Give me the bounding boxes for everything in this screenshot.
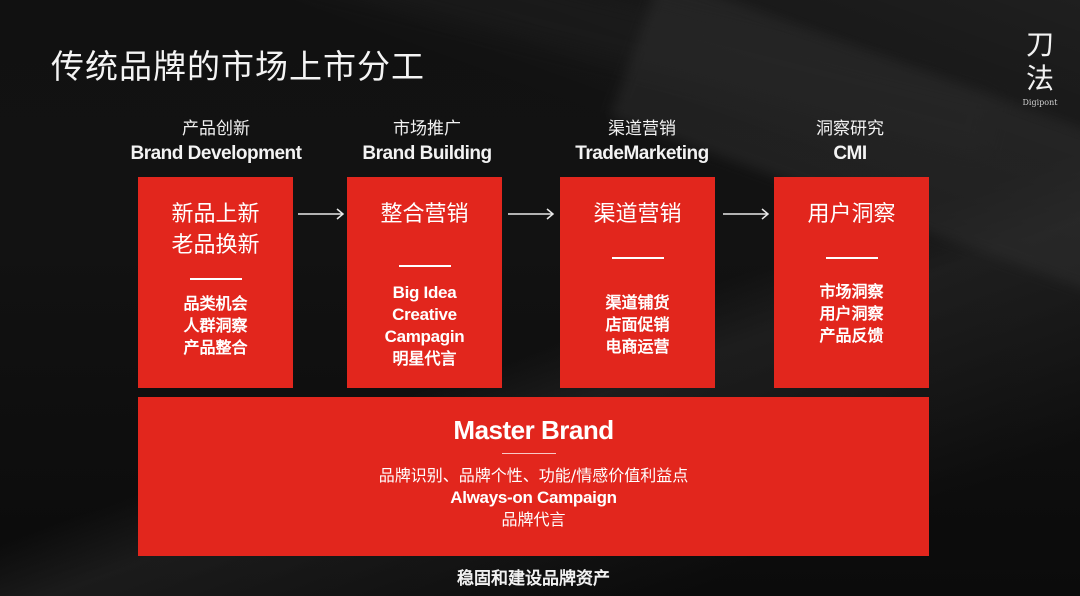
master-brand-line: Always-on Campaign	[450, 488, 617, 507]
column-heading-brand-building: 市场推广 Brand Building	[317, 117, 537, 167]
box-divider	[399, 265, 451, 267]
box-item: 电商运营	[605, 337, 670, 356]
column-heading-cn: 洞察研究	[816, 119, 884, 139]
box-items: 市场洞察 用户洞察 产品反馈	[774, 281, 929, 347]
master-brand-line: 品牌识别、品牌个性、功能/情感价值利益点	[378, 466, 689, 485]
box-items: Big Idea Creative Campagin 明星代言	[347, 282, 502, 370]
box-item: 渠道铺货	[605, 293, 670, 312]
box-title-line: 整合营销	[380, 202, 469, 227]
column-heading-en: CMI	[833, 143, 867, 164]
box-divider	[612, 257, 664, 259]
stage-box-product-innovation: 新品上新 老品换新 品类机会 人群洞察 产品整合	[138, 177, 293, 388]
master-brand-box: Master Brand 品牌识别、品牌个性、功能/情感价值利益点 Always…	[138, 397, 929, 556]
box-title: 用户洞察	[774, 199, 929, 230]
footer-caption: 稳固和建设品牌资产	[457, 569, 610, 589]
brand-logo: 刀 法 Digipont	[1018, 28, 1062, 107]
box-title-line: 渠道营销	[593, 202, 682, 227]
box-item: Big Idea	[392, 283, 457, 302]
box-item: 店面促销	[605, 315, 670, 334]
box-item: Campagin	[384, 327, 465, 346]
column-heading-cn: 渠道营销	[608, 119, 676, 139]
column-heading-cn: 产品创新	[182, 119, 250, 139]
box-title: 渠道营销	[560, 199, 715, 230]
master-brand-line: 品牌代言	[501, 510, 566, 529]
box-item: 品类机会	[183, 294, 248, 313]
stage-box-channel-marketing: 渠道营销 渠道铺货 店面促销 电商运营	[560, 177, 715, 388]
box-item: 用户洞察	[819, 304, 884, 323]
box-item: 市场洞察	[819, 282, 884, 301]
master-brand-title: Master Brand	[453, 415, 614, 445]
box-title: 整合营销	[347, 199, 502, 230]
column-heading-en: TradeMarketing	[575, 143, 709, 164]
box-item: Creative	[392, 305, 457, 324]
box-divider	[826, 257, 878, 259]
column-heading-trade-marketing: 渠道营销 TradeMarketing	[532, 117, 752, 167]
box-title-line: 新品上新	[171, 202, 260, 227]
box-item: 产品反馈	[819, 326, 884, 345]
logo-glyph-top: 刀	[1025, 28, 1054, 61]
box-title-line: 用户洞察	[807, 202, 896, 227]
column-heading-brand-development: 产品创新 Brand Development	[106, 117, 326, 167]
slide-title: 传统品牌的市场上市分工	[51, 47, 425, 86]
box-item: 明星代言	[392, 349, 457, 368]
box-item: 产品整合	[183, 338, 248, 357]
logo-subtitle: Digipont	[1022, 98, 1058, 107]
box-title-line: 老品换新	[171, 233, 260, 258]
column-heading-en: Brand Development	[130, 143, 302, 164]
right-arrow-icon	[722, 207, 770, 221]
stage-box-user-insight: 用户洞察 市场洞察 用户洞察 产品反馈	[774, 177, 929, 388]
logo-glyph-bottom: 法	[1025, 62, 1054, 95]
box-divider	[190, 278, 242, 280]
right-arrow-icon	[297, 207, 345, 221]
box-title: 新品上新 老品换新	[138, 199, 293, 261]
right-arrow-icon	[507, 207, 555, 221]
box-item: 人群洞察	[183, 316, 248, 335]
stage-box-integrated-marketing: 整合营销 Big Idea Creative Campagin 明星代言	[347, 177, 502, 388]
master-brand-divider	[502, 453, 556, 454]
box-items: 渠道铺货 店面促销 电商运营	[560, 292, 715, 358]
column-heading-en: Brand Building	[362, 143, 492, 164]
box-items: 品类机会 人群洞察 产品整合	[138, 293, 293, 359]
column-heading-cn: 市场推广	[393, 119, 461, 139]
column-heading-cmi: 洞察研究 CMI	[740, 117, 960, 167]
